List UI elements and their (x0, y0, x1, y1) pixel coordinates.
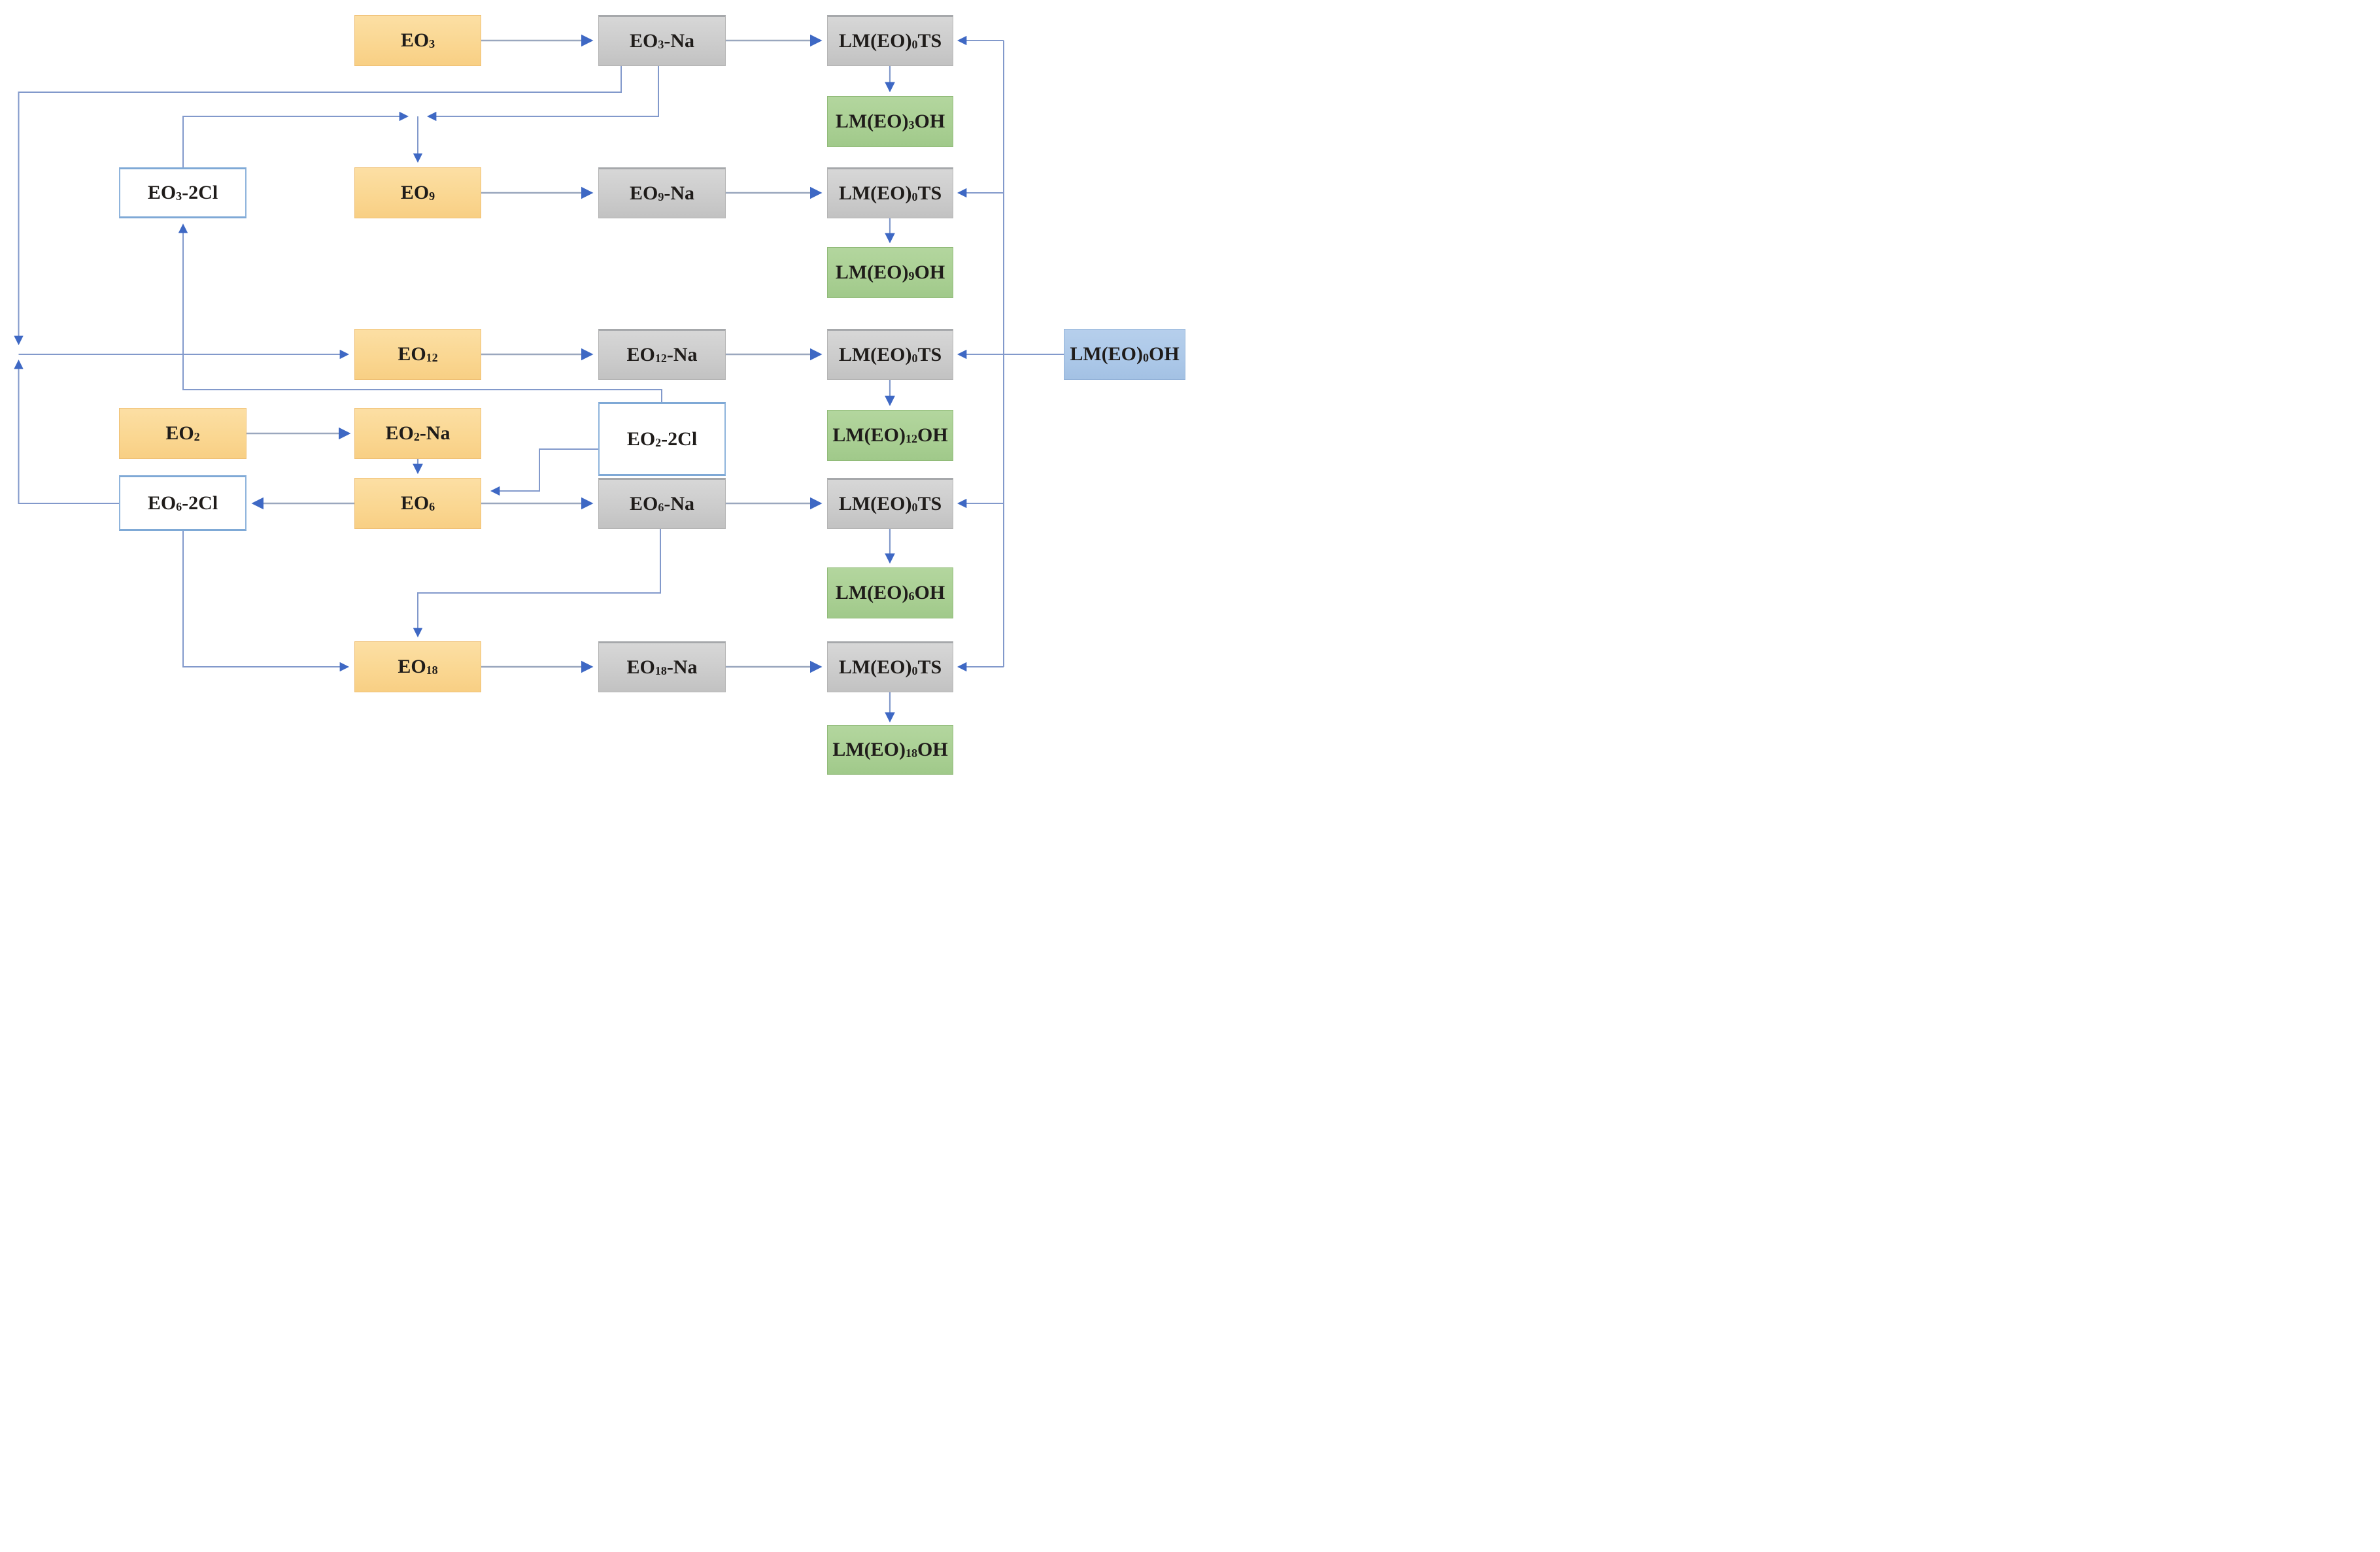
arrow-eo2-2cl-to-eo3-2cl (178, 223, 662, 402)
arrow-eo3-2cl-to-eo9-junction (182, 111, 409, 167)
arrow-eo2-2cl-to-eo6 (490, 448, 598, 496)
arrow-eo6-2cl-to-left-trunk-junction (14, 359, 119, 504)
arrow-eo3na-to-left-trunk-junction (14, 66, 622, 346)
arrow-eo6-2cl-to-eo18 (182, 531, 350, 672)
arrow-eo3na-to-eo9-junction (426, 66, 659, 122)
connector-lines-layer (14, 34, 1064, 723)
arrow-eo6na-to-eo18 (413, 529, 661, 638)
